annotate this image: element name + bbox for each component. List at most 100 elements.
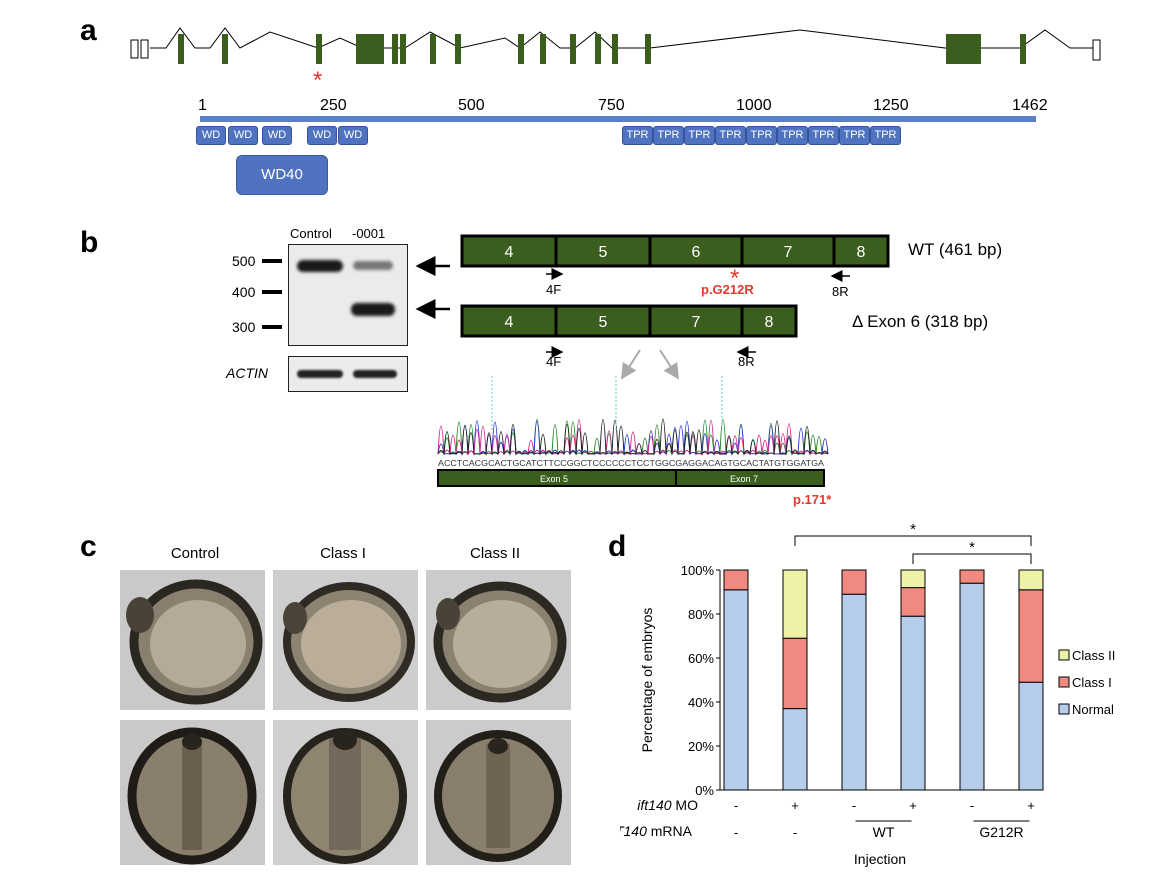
size-tick: [262, 325, 282, 329]
chromatogram-trace: [437, 418, 829, 456]
ruler-tick-label: 1: [198, 97, 207, 114]
embryo-image-class-i-dorsal: [273, 720, 418, 865]
exon-block: [392, 34, 398, 64]
panel-label-b: b: [80, 226, 99, 259]
exon-block: [178, 34, 184, 64]
bar-segment-normal: [959, 582, 985, 791]
y-tick-label: 20%: [688, 739, 714, 754]
mrna-value: -: [793, 825, 797, 840]
junction-arrow: [659, 349, 680, 380]
embryo-image-class-i-lateral: [273, 570, 418, 710]
mo-value: -: [734, 798, 738, 813]
exon-group: [178, 34, 1026, 64]
tpr-domain: TPR: [653, 126, 684, 145]
bar-segment-class-ii: [1018, 569, 1044, 591]
exon-block: [975, 34, 981, 64]
embryo-image-class-ii-lateral: [426, 570, 571, 710]
embryo-image-class-ii-dorsal: [426, 720, 571, 865]
wt-exon-label: 8: [857, 244, 866, 261]
mo-value: +: [1027, 798, 1035, 813]
exon-block: [1020, 34, 1026, 64]
wd-domain: WD: [262, 126, 292, 145]
protein-bar: [200, 116, 1036, 122]
wt-exon-box: [740, 234, 836, 268]
delta-exon-label: 5: [599, 314, 608, 331]
bar-segment-class-i: [723, 569, 749, 591]
chart-ylabel: Percentage of embryos: [639, 608, 655, 753]
size-tick: [262, 290, 282, 294]
column-label-control: Control: [170, 545, 220, 562]
wt-exon-label: 5: [599, 244, 608, 261]
bar-segment-class-ii: [782, 569, 808, 639]
chromatogram-trace: [437, 419, 829, 456]
bar-segment-class-i: [900, 587, 926, 617]
bracket: [912, 553, 1032, 564]
size-marker-300: 300: [232, 319, 256, 335]
chart-bars: [723, 569, 1044, 791]
exon-block: [356, 34, 362, 64]
tpr-domain: TPR: [684, 126, 715, 145]
size-tick: [262, 259, 282, 263]
seq-exon7-label: Exon 7: [730, 474, 758, 484]
bar-segment-normal: [782, 708, 808, 791]
exon-block: [518, 34, 524, 64]
tpr-domain: TPR: [715, 126, 746, 145]
actin-gel: [288, 356, 408, 392]
chart-xlabel: Injection: [854, 851, 906, 867]
column-label-class-i: Class I: [320, 545, 366, 562]
delta-exon-label: 8: [765, 314, 774, 331]
bar-segment-normal: [723, 589, 749, 791]
mo-value: -: [970, 798, 974, 813]
significance-brackets: **: [794, 521, 1032, 564]
ruler-tick-label: 500: [458, 97, 485, 114]
bar-segment-normal: [1018, 681, 1044, 791]
exon-block: [455, 34, 461, 64]
mutation-marker: *: [313, 67, 322, 94]
delta-exon-box: [740, 304, 798, 338]
ruler-tick-label: 1000: [736, 97, 772, 114]
exon-block: [952, 34, 958, 64]
y-tick-label: 40%: [688, 695, 714, 710]
mutation-label: p.G212R: [701, 282, 754, 297]
exon-block: [222, 34, 228, 64]
gel-band: [351, 303, 395, 316]
tpr-domain: TPR: [777, 126, 808, 145]
significance-star: *: [969, 539, 975, 556]
exon-utr: [1092, 39, 1101, 61]
bar-segment-class-i: [782, 637, 808, 710]
y-tick-label: 100%: [681, 563, 715, 578]
exon-block: [958, 34, 964, 64]
mrna-group-label: G212R: [979, 824, 1023, 840]
sequence-text: ACCTCACGCACTGCATCTTCCGGCTCCCCCCTCCTGGCGA…: [438, 458, 824, 468]
y-tick-label: 60%: [688, 651, 714, 666]
exon-utr: [130, 39, 139, 59]
legend-label: Class II: [1072, 648, 1115, 663]
seq-exon7-bar: [675, 469, 825, 487]
exon-block: [430, 34, 436, 64]
ruler-tick-label: 250: [320, 97, 347, 114]
bar-segment-class-i: [1018, 589, 1044, 683]
wd40-domain: WD40: [236, 155, 328, 195]
bar-segment-class-ii: [900, 569, 926, 589]
wd-domain: WD: [307, 126, 337, 145]
delta-exon-box: [460, 304, 558, 338]
bar-segment-normal: [900, 615, 926, 791]
mo-value: -: [852, 798, 856, 813]
bar-segment-normal: [841, 593, 867, 791]
legend-swatch: [1058, 703, 1070, 715]
primer-8r-label: 8R: [832, 284, 849, 299]
gel-image: [288, 244, 408, 346]
junction-arrow: [620, 349, 641, 380]
actin-label: ACTIN: [226, 365, 268, 381]
embryo-image-control-lateral: [120, 570, 265, 710]
mo-row-label: ift140 MO: [637, 797, 698, 813]
exon-block: [570, 34, 576, 64]
wt-exon-label: 4: [505, 244, 514, 261]
exon-block: [372, 34, 378, 64]
